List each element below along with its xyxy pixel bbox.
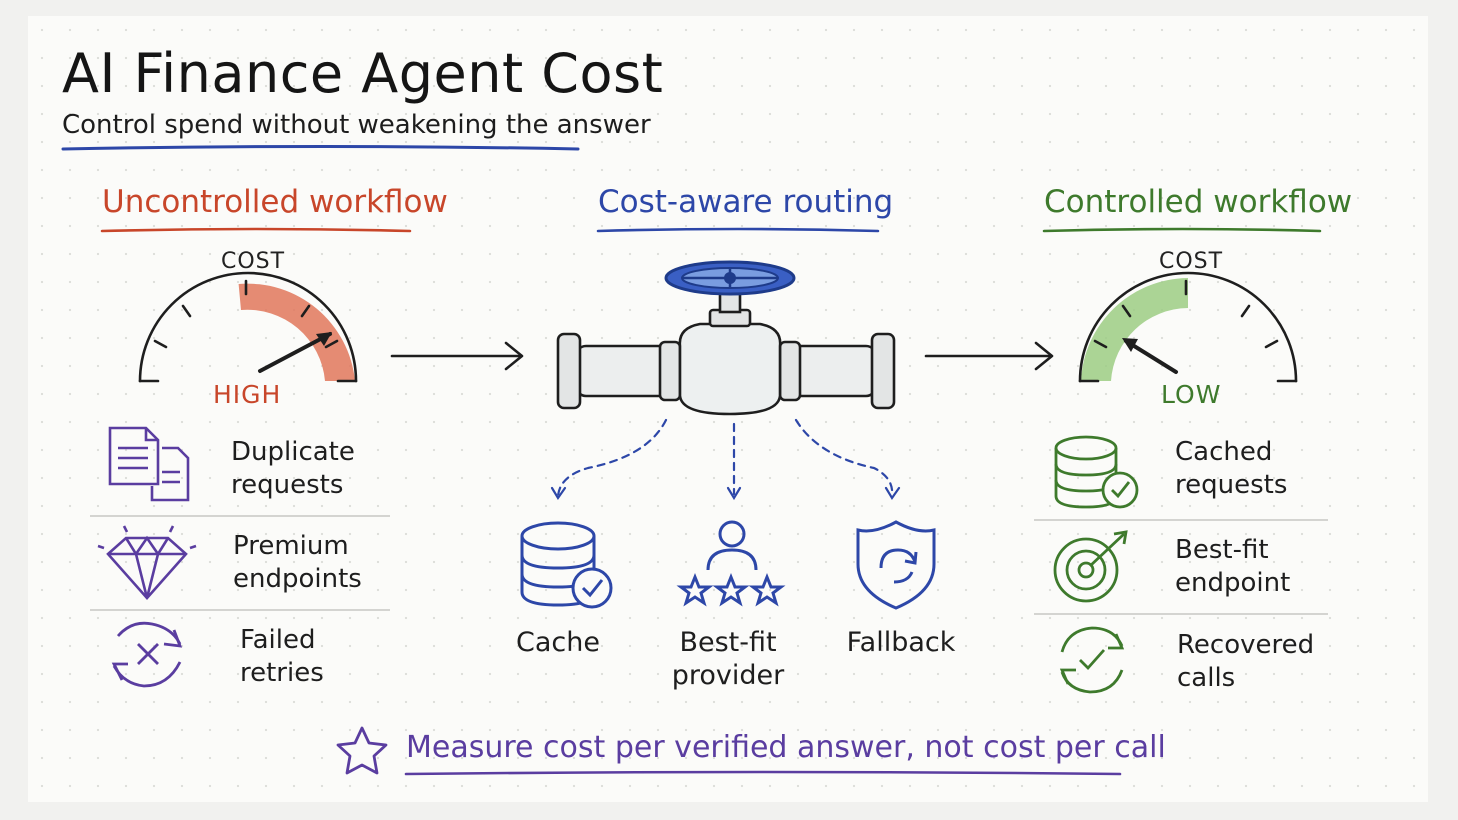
target-icon (1053, 530, 1128, 603)
cached-database-icon (1054, 435, 1139, 509)
right-gauge-label: COST (1159, 249, 1224, 274)
pipe-valve-icon (556, 260, 896, 416)
cache-database-icon (520, 521, 613, 609)
rated-provider-icon (676, 520, 786, 607)
right-gauge-value: LOW (1161, 380, 1222, 409)
left-gauge-value: HIGH (213, 380, 282, 409)
left-item-label: Premium endpoints (233, 531, 362, 594)
failed-retry-icon (111, 621, 183, 688)
item-dividers (90, 515, 1328, 615)
callout-underline (404, 770, 1122, 776)
star-icon (336, 726, 388, 775)
shield-refresh-icon (856, 520, 936, 610)
high-cost-gauge (138, 271, 358, 383)
right-item-label: Cached requests (1175, 437, 1288, 500)
controlled-heading: Controlled workflow (1044, 184, 1353, 220)
left-item-label: Duplicate requests (231, 437, 355, 500)
recovered-check-icon (1059, 626, 1125, 694)
page-subtitle: Control spend without weakening the answ… (62, 110, 651, 140)
uncontrolled-underline (100, 227, 412, 233)
arrow-right-icon (924, 341, 1054, 371)
diagram-canvas: AI Finance Agent Cost Control spend with… (28, 16, 1428, 802)
left-item-label: Failed retries (240, 625, 324, 688)
route-label: Cache (516, 627, 600, 658)
right-item-label: Best-fit endpoint (1175, 535, 1291, 598)
left-gauge-label: COST (221, 249, 286, 274)
callout-text: Measure cost per verified answer, not co… (406, 730, 1166, 765)
subtitle-underline (61, 145, 580, 151)
route-label: Best-fit provider (671, 627, 785, 691)
routing-underline (596, 227, 880, 233)
controlled-underline (1042, 227, 1322, 233)
low-cost-gauge (1078, 271, 1298, 383)
diagram-artwork (61, 145, 1328, 776)
duplicate-documents-icon (108, 426, 190, 502)
diamond-icon (97, 525, 197, 600)
uncontrolled-heading: Uncontrolled workflow (102, 184, 448, 220)
route-label: Fallback (846, 627, 956, 658)
routing-heading: Cost-aware routing (598, 184, 894, 220)
routing-branches (556, 418, 894, 498)
right-item-label: Recovered calls (1177, 630, 1315, 693)
arrow-right-icon (390, 341, 524, 371)
page-title: AI Finance Agent Cost (62, 42, 664, 105)
